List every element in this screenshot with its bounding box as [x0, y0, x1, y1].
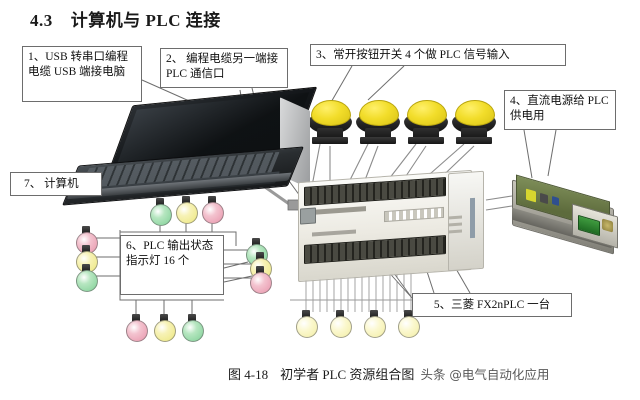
indicator-lamp [398, 310, 420, 338]
indicator-lamp [296, 310, 318, 338]
figure-number: 图 4-18 [228, 367, 269, 382]
section-title: 计算机与 PLC 连接 [70, 11, 221, 30]
indicator-lamp [250, 266, 272, 294]
dc-power-supply [512, 174, 630, 260]
lamp-base [256, 266, 264, 274]
plc-cover-slot [470, 197, 475, 239]
callout-4-text: 4、直流电源给 PLC 供电用 [510, 95, 609, 122]
indicator-lamp [330, 310, 352, 338]
lamp-base [132, 314, 140, 322]
section-heading: 4.3 计算机与 PLC 连接 [30, 6, 221, 31]
indicator-lamp [364, 310, 386, 338]
pushbutton-cap [455, 100, 495, 126]
pushbutton-1 [308, 98, 352, 144]
lamp-bulb [76, 270, 98, 292]
indicator-lamp [202, 196, 224, 224]
figure-title: 初学者 PLC 资源组合图 [280, 367, 415, 382]
watermark: 头条 @电气自动化应用 [420, 367, 550, 382]
indicator-lamp [150, 198, 172, 226]
lamp-base [336, 310, 344, 318]
indicator-lamp [76, 264, 98, 292]
mitsubishi-plc [298, 168, 484, 283]
lamp-base [370, 310, 378, 318]
callout-4: 4、直流电源给 PLC 供电用 [504, 90, 616, 130]
psu-capacitor [540, 192, 548, 205]
indicator-lamp [182, 314, 204, 342]
lamp-base [182, 196, 190, 204]
psu-capacitor [552, 195, 559, 207]
lamp-base [404, 310, 412, 318]
lamp-base [82, 226, 90, 234]
lamp-bulb [154, 320, 176, 342]
lamp-base [82, 264, 90, 272]
plc-communication-port [300, 207, 316, 225]
lamp-bulb [398, 316, 420, 338]
callout-7-text: 7、 计算机 [24, 177, 79, 190]
lamp-base [188, 314, 196, 322]
lamp-bulb [296, 316, 318, 338]
indicator-lamp [154, 314, 176, 342]
callout-1: 1、USB 转串口编程电缆 USB 端接电脑 [22, 46, 142, 102]
lamp-bulb [364, 316, 386, 338]
indicator-lamp [126, 314, 148, 342]
callout-3: 3、常开按钮开关 4 个做 PLC 信号输入 [310, 44, 566, 66]
lamp-base [302, 310, 310, 318]
callout-7: 7、 计算机 [10, 172, 102, 196]
pushbutton-cap [311, 100, 351, 126]
lamp-base [82, 245, 90, 253]
lamp-base [256, 252, 264, 260]
lamp-bulb [330, 316, 352, 338]
lamp-bulb [250, 272, 272, 294]
lamp-bulb [150, 204, 172, 226]
indicator-lamp [76, 245, 98, 273]
lamp-base [208, 196, 216, 204]
pushbutton-foot [360, 137, 396, 144]
pushbutton-foot [408, 137, 444, 144]
pushbutton-foot [312, 137, 348, 144]
pushbutton-3 [404, 98, 448, 144]
lamp-bulb [176, 202, 198, 224]
indicator-lamp [176, 196, 198, 224]
pushbutton-4 [452, 98, 496, 144]
lamp-bulb [126, 320, 148, 342]
lamp-base [156, 198, 164, 206]
figure-caption: 图 4-18 初学者 PLC 资源组合图头条 @电气自动化应用 [228, 364, 549, 383]
lamp-base [160, 314, 168, 322]
pushbutton-foot [456, 137, 492, 144]
plc-expansion-module [448, 170, 484, 272]
callout-2: 2、 编程电缆另一端接 PLC 通信口 [160, 48, 288, 88]
lamp-base [252, 238, 260, 246]
callout-6: 6、PLC 输出状态指示灯 16 个 [120, 235, 224, 295]
lamp-bulb [202, 202, 224, 224]
callout-5: 5、三菱 FX2nPLC 一台 [412, 293, 572, 317]
callout-5-text: 5、三菱 FX2nPLC 一台 [433, 298, 551, 311]
lamp-bulb [182, 320, 204, 342]
pushbutton-cap [407, 100, 447, 126]
callout-3-text: 3、常开按钮开关 4 个做 PLC 信号输入 [316, 48, 510, 61]
callout-1-text: 1、USB 转串口编程电缆 USB 端接电脑 [28, 51, 128, 78]
pushbutton-cap [359, 100, 399, 126]
pushbutton-2 [356, 98, 400, 144]
callout-6-text: 6、PLC 输出状态指示灯 16 个 [126, 240, 214, 267]
section-number: 4.3 [30, 11, 53, 30]
callout-2-text: 2、 编程电缆另一端接 PLC 通信口 [166, 53, 279, 80]
